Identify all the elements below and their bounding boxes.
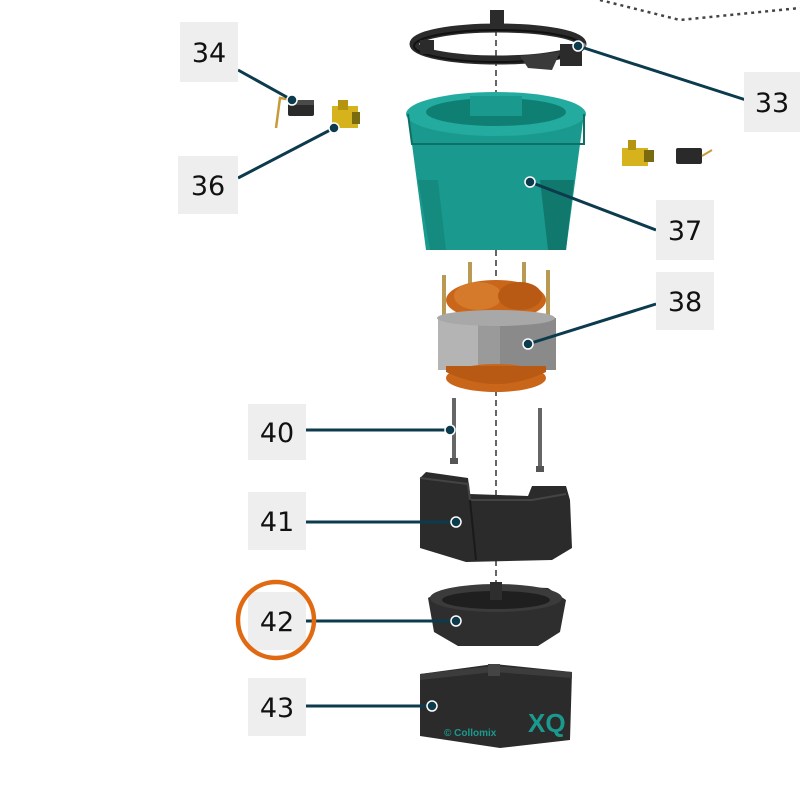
part-42-lower-ring (428, 582, 566, 646)
product-logo-text: XQ (528, 708, 566, 738)
callout-43-label: 43 (260, 693, 294, 724)
callout-41-label: 41 (260, 507, 294, 538)
callout-34: 34 (180, 22, 238, 82)
right-brush-holder (622, 140, 654, 166)
callout-42-label: 42 (260, 607, 294, 638)
part-37-motor-housing (406, 92, 586, 250)
callout-37: 37 (656, 200, 714, 260)
leader-36 (237, 126, 335, 180)
leader-36-dot (328, 122, 340, 134)
callout-34-label: 34 (192, 38, 226, 69)
highlight-circle-42 (235, 579, 317, 661)
callout-42: 42 (248, 592, 306, 650)
callout-41: 41 (248, 492, 306, 550)
part-43-base-band (420, 664, 572, 748)
callout-33: 33 (744, 72, 800, 132)
leader-lines (237, 40, 747, 712)
leader-37-dot (524, 176, 536, 188)
leader-38-dot (522, 338, 534, 350)
callout-43: 43 (248, 678, 306, 736)
callout-37-label: 37 (668, 216, 702, 247)
leader-38 (527, 302, 657, 346)
leader-41-dot (450, 516, 462, 528)
leader-34-dot (286, 94, 298, 106)
callout-38-label: 38 (668, 287, 702, 318)
callout-36-label: 36 (191, 171, 225, 202)
brand-logo-text: © Collomix (444, 728, 497, 739)
part-36-brush-holder (332, 100, 360, 128)
callout-40-label: 40 (260, 418, 294, 449)
part-41-lower-housing (419, 472, 572, 562)
right-carbon-brush (676, 148, 713, 164)
leader-33-dot (572, 40, 584, 52)
leader-33 (577, 44, 747, 102)
leader-43-dot (426, 700, 438, 712)
leader-40-dot (444, 424, 456, 436)
leader-37 (529, 180, 657, 232)
part-40-screws (450, 398, 544, 472)
callout-36: 36 (178, 156, 238, 214)
callout-38: 38 (656, 272, 714, 330)
leader-42-dot (450, 615, 462, 627)
part-38-motor-stator (437, 262, 556, 392)
background-dotted-line (599, 0, 800, 22)
callout-33-label: 33 (755, 88, 789, 119)
callout-40: 40 (248, 404, 306, 460)
part-33-top-ring (409, 10, 587, 70)
leader-34 (237, 68, 293, 102)
